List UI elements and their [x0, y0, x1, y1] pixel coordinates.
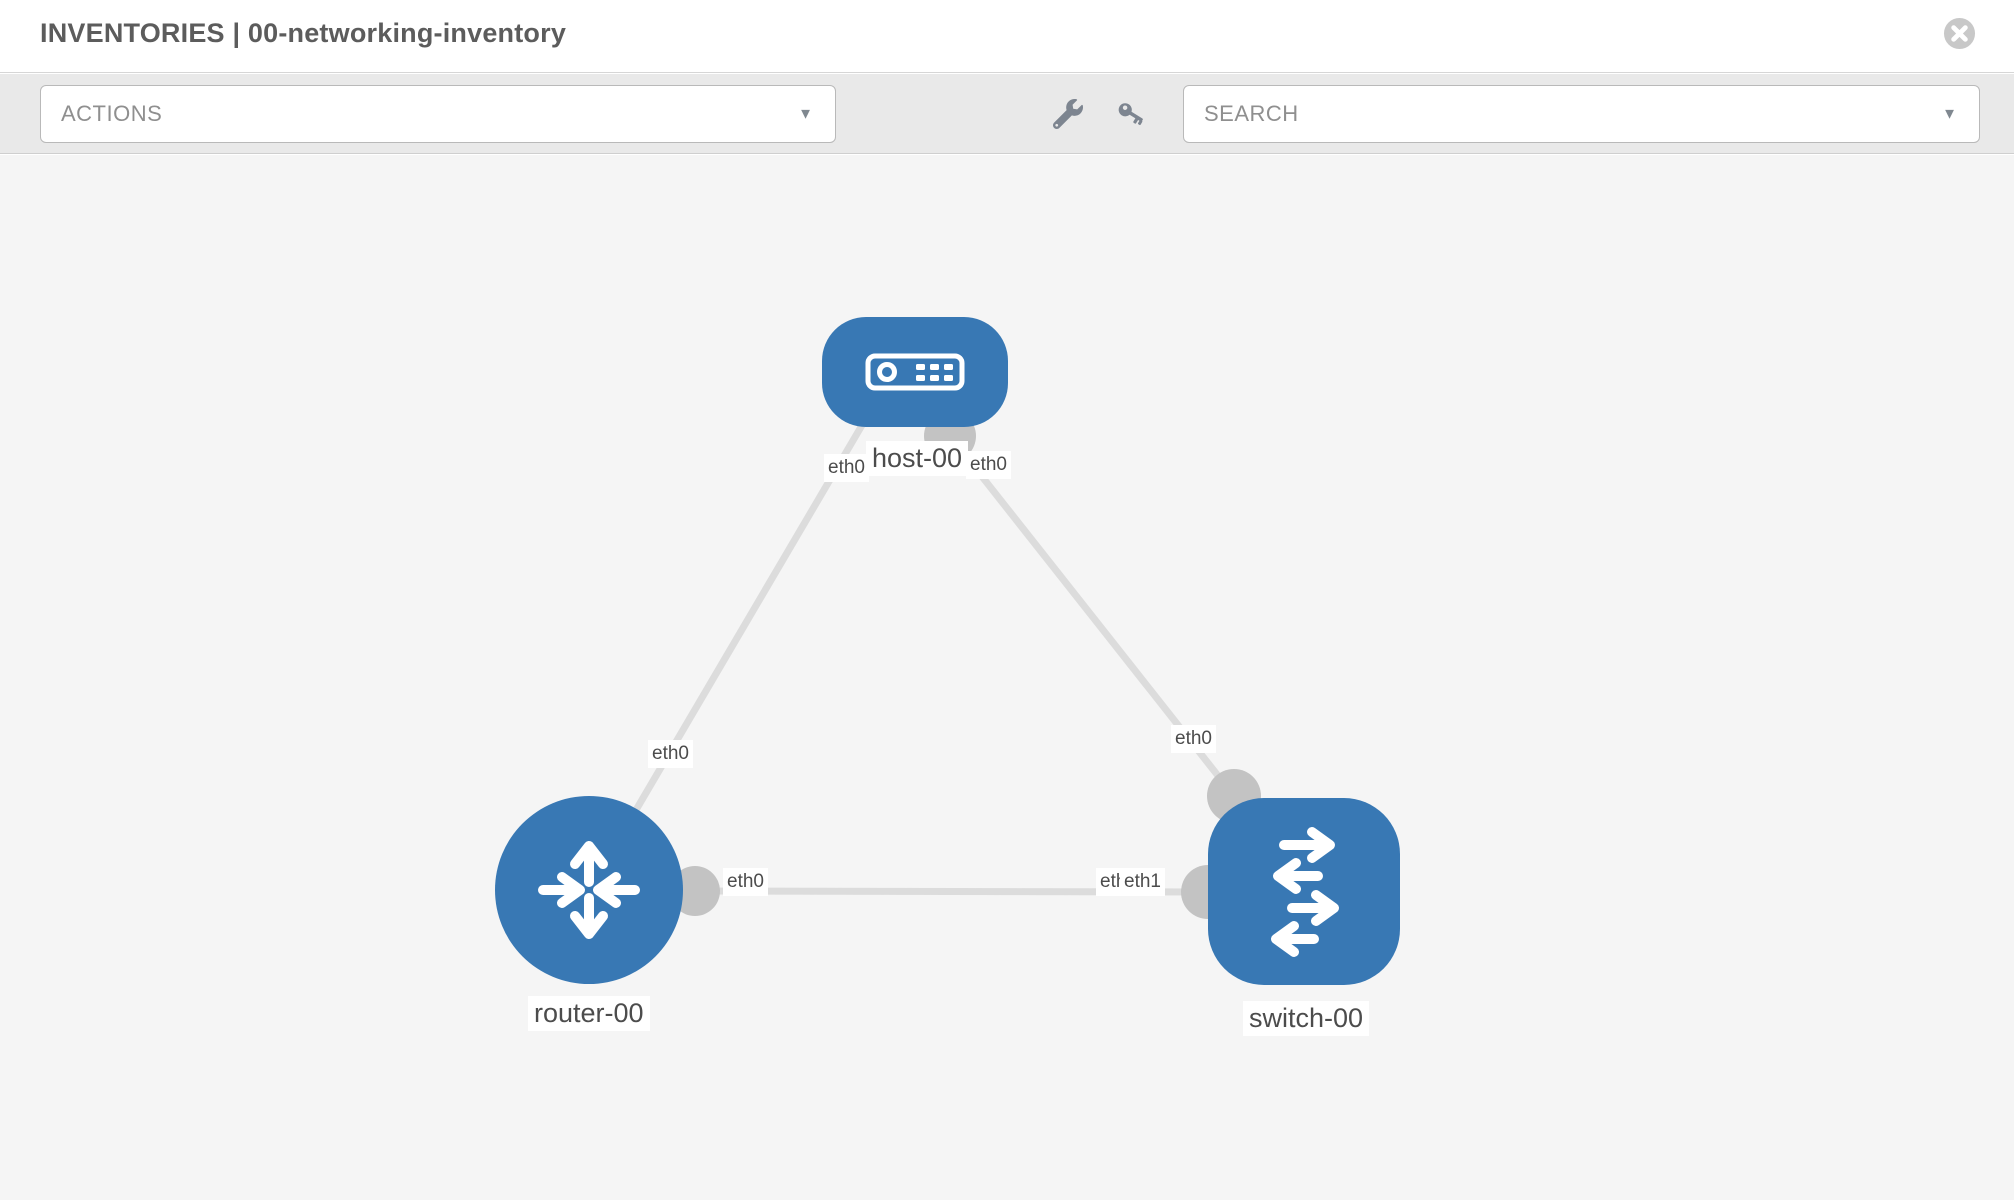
chevron-down-icon: ▼ — [798, 105, 813, 123]
wrench-icon[interactable] — [1053, 99, 1083, 129]
page-header: INVENTORIES | 00-networking-inventory — [0, 0, 2014, 73]
router-icon — [538, 841, 640, 939]
search-dropdown[interactable]: SEARCH ▼ — [1183, 85, 1980, 143]
host-icon — [865, 353, 965, 391]
node-switch-00[interactable] — [1208, 798, 1400, 985]
node-label-switch-00: switch-00 — [1243, 1001, 1370, 1036]
interface-label-eth0: eth0 — [648, 740, 693, 768]
search-dropdown-label: SEARCH — [1204, 101, 1299, 126]
switch-icon — [1271, 826, 1339, 957]
node-router-00[interactable] — [495, 796, 683, 984]
interface-label-eth0: eth0 — [824, 454, 869, 482]
key-icon[interactable] — [1117, 99, 1147, 129]
node-label-router-00: router-00 — [528, 996, 650, 1031]
actions-dropdown[interactable]: ACTIONS ▼ — [40, 85, 836, 143]
interface-label-eth0: eth0 — [1171, 725, 1216, 753]
node-host-00[interactable] — [822, 317, 1008, 427]
close-icon[interactable] — [1943, 17, 1976, 50]
actions-dropdown-label: ACTIONS — [61, 101, 163, 126]
interface-label-eth1: eth1 — [1120, 868, 1165, 896]
topology-canvas[interactable]: host-00 router-00 switch-00 eth0 eth0 et… — [0, 155, 2014, 1200]
connector-router-right — [670, 866, 720, 916]
interface-label-eth0: eth0 — [723, 868, 768, 896]
chevron-down-icon: ▼ — [1942, 105, 1957, 123]
node-label-host-00: host-00 — [866, 441, 969, 476]
interface-label-eth0: eth0 — [966, 451, 1011, 479]
page-title: INVENTORIES | 00-networking-inventory — [40, 18, 567, 48]
toolbar: ACTIONS ▼ SEARCH ▼ — [0, 74, 2014, 154]
topology-links-layer — [585, 410, 1261, 919]
